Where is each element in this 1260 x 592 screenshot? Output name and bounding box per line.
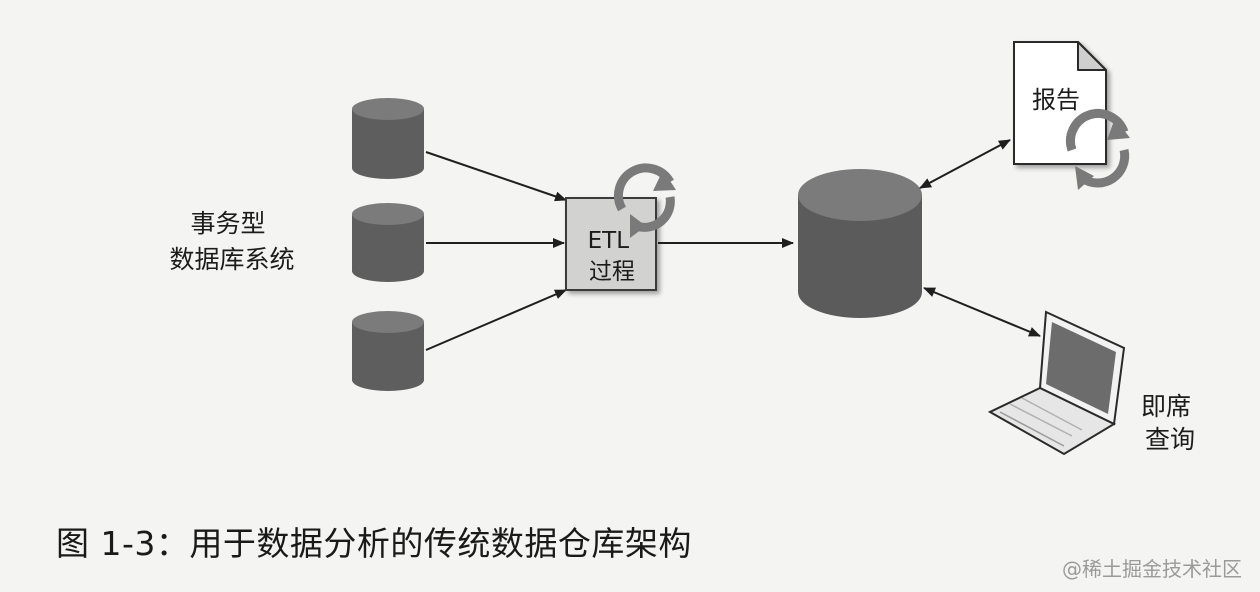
arrow-source1-to-etl (425, 151, 567, 202)
watermark: @稀土掘金技术社区 (1062, 557, 1242, 581)
source-database-2-icon (352, 203, 424, 282)
etl-process-label: ETL 过程 (588, 228, 637, 285)
report-label: 报告 (1032, 86, 1080, 114)
laptop-icon (987, 310, 1126, 456)
etl-process-box (565, 197, 657, 291)
source-systems-label: 事务型 数据库系统 (169, 209, 294, 274)
data-warehouse-icon (798, 169, 922, 318)
report-refresh-icon (1065, 108, 1130, 190)
source-database-3-icon (352, 311, 424, 391)
report-document-icon (1013, 41, 1107, 165)
arrow-warehouse-report (919, 139, 1011, 189)
figure-caption: 图 1-3：用于数据分析的传统数据仓库架构 (56, 524, 692, 563)
etl-refresh-icon (613, 163, 676, 238)
arrow-warehouse-adhoc-query (923, 287, 1041, 337)
arrow-source3-to-etl (425, 289, 567, 351)
source-database-1-icon (352, 98, 424, 179)
adhoc-query-label: 即席 查询 (1141, 392, 1199, 454)
